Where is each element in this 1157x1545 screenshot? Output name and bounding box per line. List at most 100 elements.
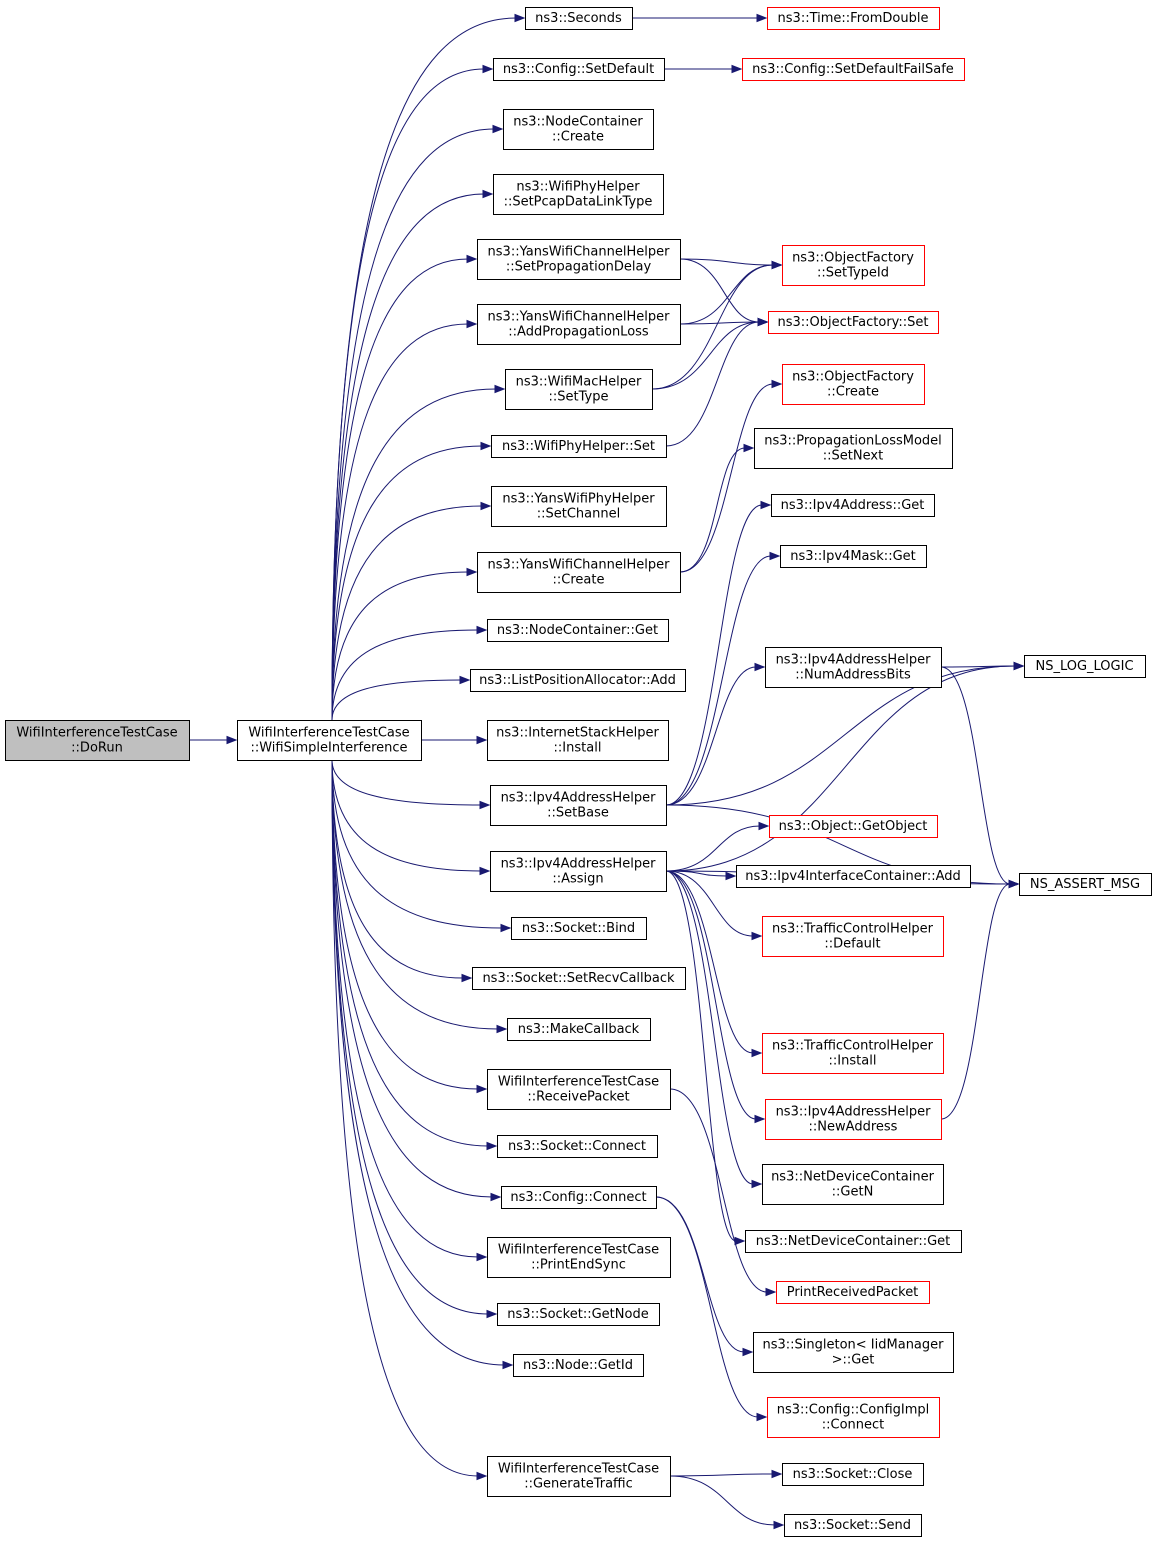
node-sock-send[interactable]: ns3::Socket::Send <box>784 1514 922 1537</box>
edge-assign-to-nsLogLogic <box>665 661 1025 872</box>
node-iic-add[interactable]: ns3::Ipv4InterfaceContainer::Add <box>736 865 971 888</box>
node-plm-set-next[interactable]: ns3::PropagationLossModel::SetNext <box>754 428 953 469</box>
node-ndc-get-n[interactable]: ns3::NetDeviceContainer::GetN <box>762 1164 944 1205</box>
node-box <box>782 364 925 405</box>
node-of-set-type-id[interactable]: ns3::ObjectFactory::SetTypeId <box>782 245 925 286</box>
edge-line <box>679 321 760 325</box>
edge-arrowhead <box>751 931 763 941</box>
edge-arrowhead <box>479 866 491 876</box>
node-cfg-set-default[interactable]: ns3::Config::SetDefault <box>493 58 665 81</box>
edge-arrowhead <box>771 1469 783 1479</box>
node-cfg-impl-connect[interactable]: ns3::Config::ConfigImpl::Connect <box>767 1397 940 1438</box>
node-box <box>767 7 940 30</box>
node-gen-traffic[interactable]: WifiInterferenceTestCase::GenerateTraffi… <box>487 1456 671 1497</box>
node-new-address[interactable]: ns3::Ipv4AddressHelper::NewAddress <box>765 1099 942 1140</box>
node-label: ns3::Socket::Close <box>793 1467 913 1482</box>
edge-wsi-to-cfgSetDefault <box>331 64 494 721</box>
node-receive-packet[interactable]: WifiInterferenceTestCase::ReceivePacket <box>487 1069 671 1110</box>
node-make-callback[interactable]: ns3::MakeCallback <box>507 1018 651 1041</box>
node-set-base[interactable]: ns3::Ipv4AddressHelper::SetBase <box>490 785 667 826</box>
node-label: WifiInterferenceTestCase <box>16 726 177 741</box>
node-box <box>511 917 647 940</box>
edge-yansChCreate-to-ofCreate <box>679 379 783 573</box>
edge-arrowhead <box>486 1141 498 1151</box>
node-cfg-set-default-f-s[interactable]: ns3::Config::SetDefaultFailSafe <box>742 58 965 81</box>
edge-wsi-to-lpaAdd <box>331 675 471 721</box>
node-sock-close[interactable]: ns3::Socket::Close <box>782 1463 924 1486</box>
node-set-pcap[interactable]: ns3::WifiPhyHelper::SetPcapDataLinkType <box>493 174 664 215</box>
node-ns-assert-msg[interactable]: NS_ASSERT_MSG <box>1019 873 1152 896</box>
edge-line <box>665 321 760 447</box>
node-yans-set-channel[interactable]: ns3::YansWifiPhyHelper::SetChannel <box>491 486 667 527</box>
node-ish-install[interactable]: ns3::InternetStackHelper::Install <box>487 720 669 761</box>
node-assign[interactable]: ns3::Ipv4AddressHelper::Assign <box>490 851 667 892</box>
call-edges <box>188 13 1025 1530</box>
node-wsi[interactable]: WifiInterferenceTestCase::WifiSimpleInte… <box>237 720 422 761</box>
call-nodes: WifiInterferenceTestCase::DoRunWifiInter… <box>5 7 1152 1537</box>
edge-cfgConnect-to-cfgImplConnect <box>655 1196 768 1422</box>
node-label: ns3::TrafficControlHelper <box>772 922 934 937</box>
node-sock-get-node[interactable]: ns3::Socket::GetNode <box>497 1303 660 1326</box>
node-add-prop-loss[interactable]: ns3::YansWifiChannelHelper::AddPropagati… <box>477 304 681 345</box>
node-print-received[interactable]: PrintReceivedPacket <box>776 1281 930 1304</box>
node-print-end-sync[interactable]: WifiInterferenceTestCase::PrintEndSync <box>487 1237 671 1278</box>
node-sock-connect[interactable]: ns3::Socket::Connect <box>497 1135 658 1158</box>
edge-arrowhead <box>771 379 783 389</box>
node-of-set[interactable]: ns3::ObjectFactory::Set <box>768 311 939 334</box>
node-yans-ch-create[interactable]: ns3::YansWifiChannelHelper::Create <box>477 552 681 593</box>
node-nc-get[interactable]: ns3::NodeContainer::Get <box>487 619 669 642</box>
edge-newAddress-to-nsAssertMsg <box>940 879 1020 1120</box>
edge-assign-to-newAddress <box>665 870 766 1124</box>
edge-line <box>665 555 772 806</box>
edge-arrowhead <box>742 1347 754 1357</box>
edge-seconds-to-fromDouble <box>632 13 768 23</box>
node-mac-set-type[interactable]: ns3::WifiMacHelper::SetType <box>505 369 653 410</box>
node-box <box>505 369 653 410</box>
node-label: WifiInterferenceTestCase <box>498 1243 659 1258</box>
node-lpa-add[interactable]: ns3::ListPositionAllocator::Add <box>470 669 686 692</box>
node-label: ::Default <box>824 937 880 952</box>
node-tch-install[interactable]: ns3::TrafficControlHelper::Install <box>762 1033 944 1074</box>
edge-arrowhead <box>756 13 768 23</box>
node-cfg-connect[interactable]: ns3::Config::Connect <box>501 1186 657 1209</box>
edge-arrowhead <box>466 567 478 577</box>
node-singleton-get[interactable]: ns3::Singleton< IidManager>::Get <box>753 1332 954 1373</box>
node-ndc-get[interactable]: ns3::NetDeviceContainer::Get <box>745 1230 962 1253</box>
node-node-get-id[interactable]: ns3::Node::GetId <box>513 1354 644 1377</box>
node-box <box>1019 873 1152 896</box>
node-get-object[interactable]: ns3::Object::GetObject <box>769 815 938 838</box>
node-seconds[interactable]: ns3::Seconds <box>525 7 633 30</box>
node-ipv4-mask-get[interactable]: ns3::Ipv4Mask::Get <box>780 545 927 568</box>
edge-line <box>331 759 505 1366</box>
edge-setPropDelay-to-ofSetTypeId <box>679 258 783 270</box>
node-label: ns3::NodeContainer <box>513 115 643 130</box>
edge-line <box>331 759 489 1147</box>
node-sock-bind[interactable]: ns3::Socket::Bind <box>511 917 647 940</box>
edge-wsi-to-sockGetNode <box>331 759 498 1319</box>
node-label: ns3::ListPositionAllocator::Add <box>479 673 676 688</box>
node-phy-set[interactable]: ns3::WifiPhyHelper::Set <box>491 435 667 458</box>
node-set-prop-delay[interactable]: ns3::YansWifiChannelHelper::SetPropagati… <box>477 239 681 280</box>
node-label: ns3::Ipv4AddressHelper <box>501 857 657 872</box>
node-label: ns3::Socket::SetRecvCallback <box>482 971 675 986</box>
node-num-addr-bits[interactable]: ns3::Ipv4AddressHelper::NumAddressBits <box>765 647 942 688</box>
edge-doRun-to-wsi <box>188 735 238 745</box>
node-do-run[interactable]: WifiInterferenceTestCase::DoRun <box>5 720 190 761</box>
edge-arrowhead <box>751 1179 763 1189</box>
node-from-double[interactable]: ns3::Time::FromDouble <box>767 7 940 30</box>
edge-line <box>331 759 499 1030</box>
edge-yansChCreate-to-plmSetNext <box>679 443 755 573</box>
node-box <box>753 1332 954 1373</box>
node-tch-default[interactable]: ns3::TrafficControlHelper::Default <box>762 916 944 957</box>
node-box <box>497 1135 658 1158</box>
node-label: ns3::Node::GetId <box>523 1358 633 1373</box>
node-nc-create[interactable]: ns3::NodeContainer::Create <box>503 109 654 150</box>
node-sock-set-recv[interactable]: ns3::Socket::SetRecvCallback <box>472 967 686 990</box>
edge-line <box>655 1196 759 1418</box>
node-of-create[interactable]: ns3::ObjectFactory::Create <box>782 364 925 405</box>
node-box <box>477 304 681 345</box>
edge-arrowhead <box>480 441 492 451</box>
node-ipv4-addr-get[interactable]: ns3::Ipv4Address::Get <box>771 494 935 517</box>
node-ns-log-logic[interactable]: NS_LOG_LOGIC <box>1024 655 1146 678</box>
